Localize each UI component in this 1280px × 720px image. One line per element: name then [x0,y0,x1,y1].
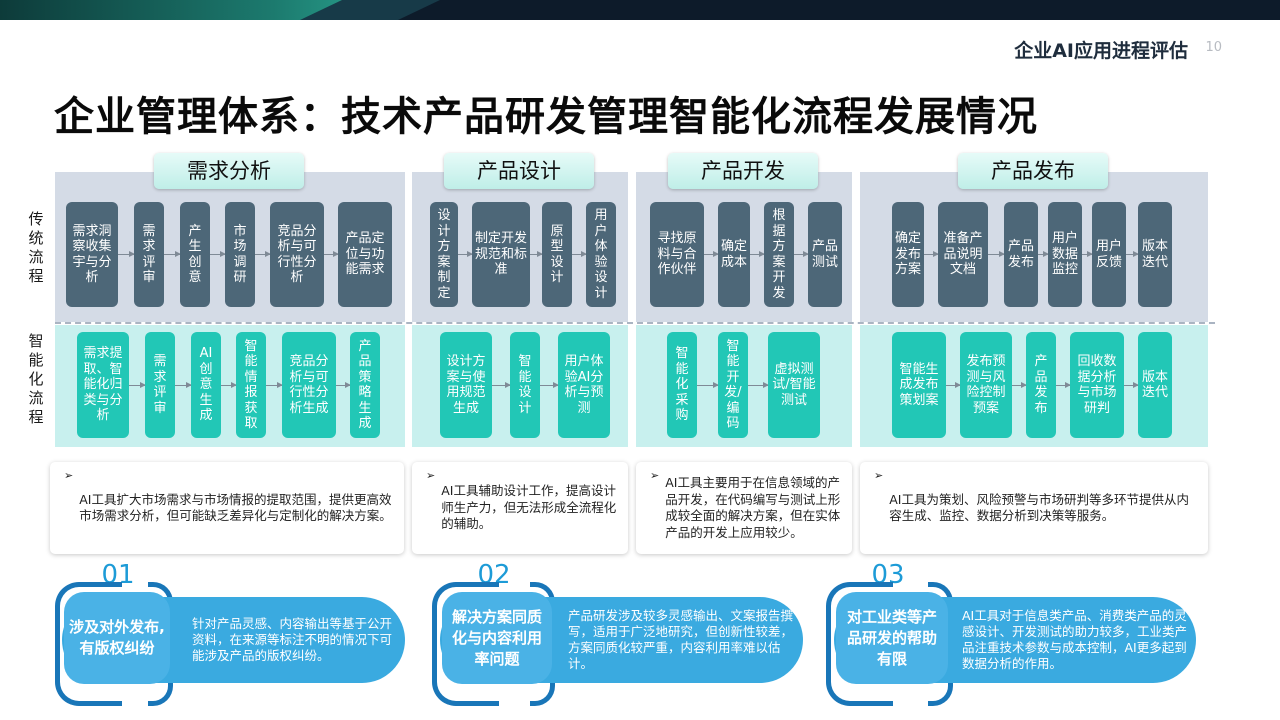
issue-text: AI工具对于信息类产品、消费类产品的灵感设计、开发测试的助力较多，工业类产品注重… [962,608,1188,671]
smart-step: 虚拟测试/智能测试 [768,332,820,438]
smart-step: 回收数据分析与市场研判 [1070,332,1124,438]
smart-step: 智能化采购 [667,332,697,438]
trad-step: 用户反馈 [1092,202,1126,307]
issue-bracket [55,582,122,706]
trad-step: 产品发布 [1004,202,1038,307]
trad-step: 产品定位与功能需求 [338,202,392,307]
flow-arrow [1012,381,1027,388]
flow-arrow [924,250,939,257]
issue-bracket [826,582,893,706]
flow-arrow [1056,381,1071,388]
row-label-traditional: 传统流程 [28,210,44,285]
flow-arrow [1126,250,1139,257]
phase-header-1: 需求分析 [154,153,304,189]
flow-arrow [492,381,511,388]
description-card-2: ➢ AI工具辅助设计工作，提高设计师生产力，但无法形成全流程化的辅助。 [412,462,628,554]
flow-arrow [1124,381,1139,388]
flow-arrow [1082,250,1093,257]
smart-step: AI创意生成 [191,332,221,438]
row-label-smart: 智能化流程 [28,332,44,426]
header-title: 企业AI应用进程评估 [1014,40,1188,62]
smart-step: 竞品分析与可行性分析生成 [282,332,336,438]
trad-step: 版本迭代 [1138,202,1172,307]
flow-arrow [255,250,271,257]
description-text: AI工具为策划、风险预警与市场研判等多环节提供从内容生成、监控、数据分析到决策等… [889,491,1189,524]
trad-step: 确定成本 [718,202,750,307]
trad-step: 产生创意 [180,202,210,307]
flow-arrow [324,250,339,257]
bullet-icon: ➢ [64,469,74,482]
trad-step: 需求评审 [134,202,164,307]
trad-step: 产品测试 [808,202,842,307]
issue-title: 对工业类等产品研发的帮助有限 [836,592,948,684]
trad-step: 需求洞察收集宇与分析 [66,202,118,307]
flow-arrow [946,381,961,388]
flow-arrow [988,250,1005,257]
phase-header-2: 产品设计 [444,153,594,189]
flow-arrow [129,381,146,388]
description-card-4: ➢ AI工具为策划、风险预警与市场研判等多环节提供从内容生成、监控、数据分析到决… [860,462,1208,554]
trad-step: 用户数据监控 [1048,202,1082,307]
trad-step: 用户体验设计 [586,202,616,307]
smart-step: 产品发布 [1026,332,1056,438]
issue-text: 针对产品灵感、内容输出等基于公开资料，在来源等标注不明的情况下可能涉及产品的版权… [192,616,393,663]
issue-text: 产品研发涉及较多灵感输出、文案报告撰写，适用于广泛地研究，但创新性较差，方案同质… [568,608,794,671]
bullet-icon: ➢ [650,469,660,482]
flow-arrow [748,381,769,388]
smart-step: 产品策略生成 [350,332,380,438]
smart-step: 用户体验AI分析与预测 [558,332,610,438]
phase-header-4: 产品发布 [958,153,1108,189]
trad-step: 确定发布方案 [892,202,924,307]
flow-arrow [118,250,135,257]
top-banner [0,0,1280,20]
trad-step: 准备产品说明文档 [938,202,988,307]
flow-arrow [458,250,473,257]
smart-step: 智能设计 [510,332,540,438]
smart-step: 需求评审 [145,332,175,438]
trad-step: 原型设计 [542,202,572,307]
description-card-1: ➢ AI工具扩大市场需求与市场情报的提取范围，提供更高效市场需求分析，但可能缺乏… [50,462,404,554]
issue-bracket [432,582,499,706]
flow-arrow [704,250,719,257]
flow-arrow [697,381,719,388]
trad-step: 设计方案制定 [430,202,458,307]
trad-step: 制定开发规范和标准 [472,202,530,307]
trad-step: 市场调研 [225,202,255,307]
flow-arrow [540,381,559,388]
smart-step: 智能开发/编码 [718,332,748,438]
flow-arrow [164,250,181,257]
smart-step: 版本迭代 [1138,332,1172,438]
issue-title: 涉及对外发布,有版权纠纷 [64,592,170,684]
flow-arrow [266,381,283,388]
smart-step: 智能生成发布策划案 [892,332,946,438]
bullet-icon: ➢ [874,469,884,482]
description-text: AI工具辅助设计工作，提高设计师生产力，但无法形成全流程化的辅助。 [441,483,617,532]
smart-step: 需求提取、智能化归类与分析 [77,332,129,438]
issue-title: 解决方案同质化与内容利用率问题 [442,592,552,684]
page-number: 10 [1205,40,1222,55]
flow-arrow [336,381,351,388]
flow-arrow [210,250,226,257]
trad-step: 根据方案开发 [764,202,794,307]
bullet-icon: ➢ [426,469,436,482]
flow-arrow [1038,250,1049,257]
flow-arrow [530,250,543,257]
description-text: AI工具主要用于在信息领域的产品开发，在代码编写与测试上形成较全面的解决方案，但… [665,475,841,540]
page-title: 企业管理体系：技术产品研发管理智能化流程发展情况 [54,94,1038,140]
smart-step: 发布预测与风险控制预案 [960,332,1012,438]
smart-step: 设计方案与使用规范生成 [440,332,492,438]
description-text: AI工具扩大市场需求与市场情报的提取范围，提供更高效市场需求分析，但可能缺乏差异… [79,491,392,524]
smart-step: 智能情报获取 [236,332,266,438]
row-divider [55,322,1215,324]
flow-arrow [175,381,192,388]
trad-step: 寻找原料与合作伙伴 [650,202,704,307]
flow-arrow [572,250,587,257]
flow-arrow [750,250,765,257]
trad-step: 竞品分析与可行性分析 [270,202,324,307]
flow-arrow [221,381,237,388]
phase-header-3: 产品开发 [668,153,818,189]
flow-arrow [794,250,809,257]
description-card-3: ➢ AI工具主要用于在信息领域的产品开发，在代码编写与测试上形成较全面的解决方案… [636,462,852,554]
